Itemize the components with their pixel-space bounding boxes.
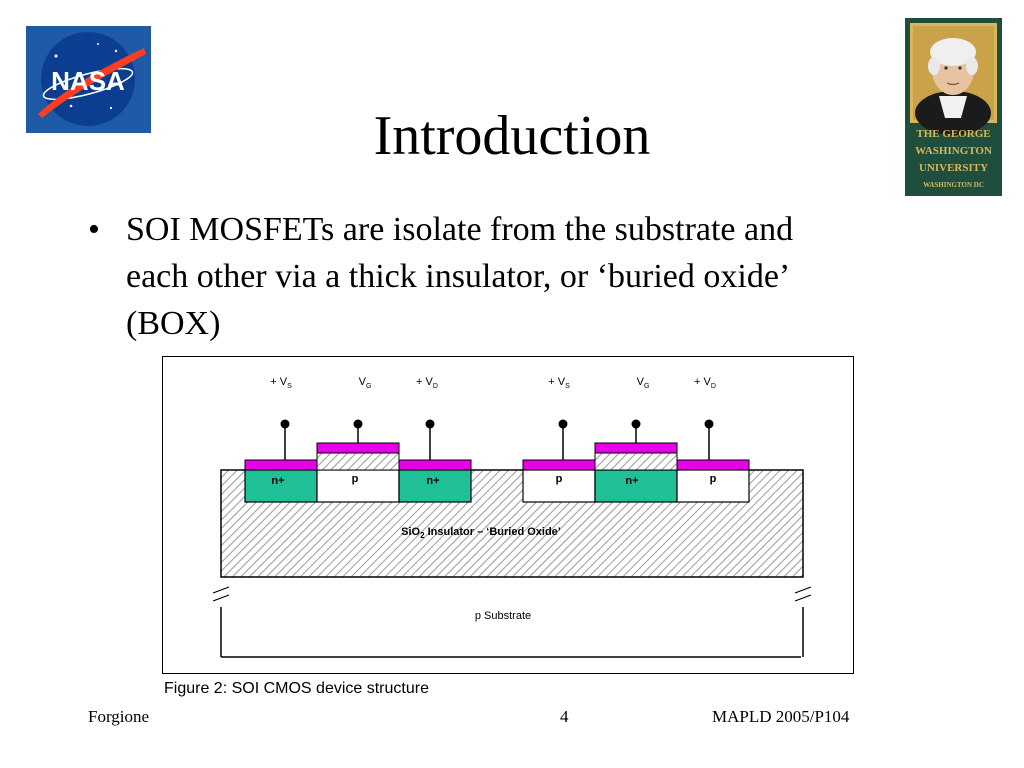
metal-contact [398,459,472,471]
substrate-label: p Substrate [475,610,531,622]
terminal-label: + VD [694,376,716,390]
bullet-line: (BOX) [126,305,221,342]
region-label: p [710,473,717,485]
terminal-leads [284,424,710,460]
nasa-meatball-icon: NASA [26,26,151,133]
bullet-list: • SOI MOSFETs are isolate from the subst… [88,206,918,347]
gwu-logo-line: UNIVERSITY [918,162,989,174]
terminal-label: + VS [270,376,292,390]
gwu-logo-line: WASHINGTON [915,145,992,157]
nasa-logo: NASA [26,26,151,133]
george-washington-portrait-icon [905,18,1002,196]
metal-contact [522,459,596,471]
metal-contact [244,459,318,471]
terminal-label: VG [637,376,650,390]
region-p [676,469,750,503]
region-label: p [556,473,563,485]
device-regions: n+ p n+ p n+ p [244,469,750,503]
terminal-labels: + VS VG + VD + VS VG + VD [270,376,716,390]
region-label: n+ [625,475,638,487]
bullet-line: each other via a thick insulator, or ‘bu… [126,258,791,295]
bullet-item: • SOI MOSFETs are isolate from the subst… [88,206,918,347]
gwu-logo-line: THE GEORGE [916,128,991,140]
footer-author: Forgione [88,707,150,726]
metal-contact [676,459,750,471]
insulator-label: SiO2 Insulator – ‘Buried Oxide’ [401,526,561,540]
region-label: p [352,473,359,485]
terminal-dot [425,419,435,429]
region-p [522,469,596,503]
nasa-logo-text: NASA [51,66,125,96]
gate-contact [316,442,400,454]
soi-cmos-figure: p Substrate SiO2 Insulator – ‘Buried Oxi… [162,356,854,674]
break-mark-right [794,586,812,602]
soi-cmos-diagram: p Substrate SiO2 Insulator – ‘Buried Oxi… [212,376,812,658]
bullet-marker: • [88,211,100,248]
gwu-logo-line: WASHINGTON DC [923,181,984,189]
footer-conference: MAPLD 2005/P104 [712,707,850,726]
region-label: n+ [426,475,439,487]
slide-title: Introduction [373,105,651,167]
substrate: p Substrate [212,586,812,658]
terminal-dot [631,419,641,429]
footer-page-number: 4 [560,707,569,726]
terminal-label: + VD [416,376,438,390]
terminal-dots [280,419,714,429]
terminal-dot [280,419,290,429]
figure-caption: Figure 2: SOI CMOS device structure [164,680,429,697]
region-n-plus [398,469,472,503]
terminal-dot [558,419,568,429]
bullet-line: SOI MOSFETs are isolate from the substra… [126,211,794,248]
terminal-dot [353,419,363,429]
terminal-label: VG [359,376,372,390]
gate-contact [594,442,678,454]
region-n-plus [594,469,678,503]
break-mark-left [212,586,230,602]
gate-stacks [244,442,750,471]
gwu-logo: THE GEORGE WASHINGTON UNIVERSITY WASHING… [905,18,1002,196]
region-label: n+ [271,475,284,487]
terminal-dot [704,419,714,429]
gate-oxide [316,452,400,471]
gate-oxide [594,452,678,471]
terminal-label: + VS [548,376,570,390]
